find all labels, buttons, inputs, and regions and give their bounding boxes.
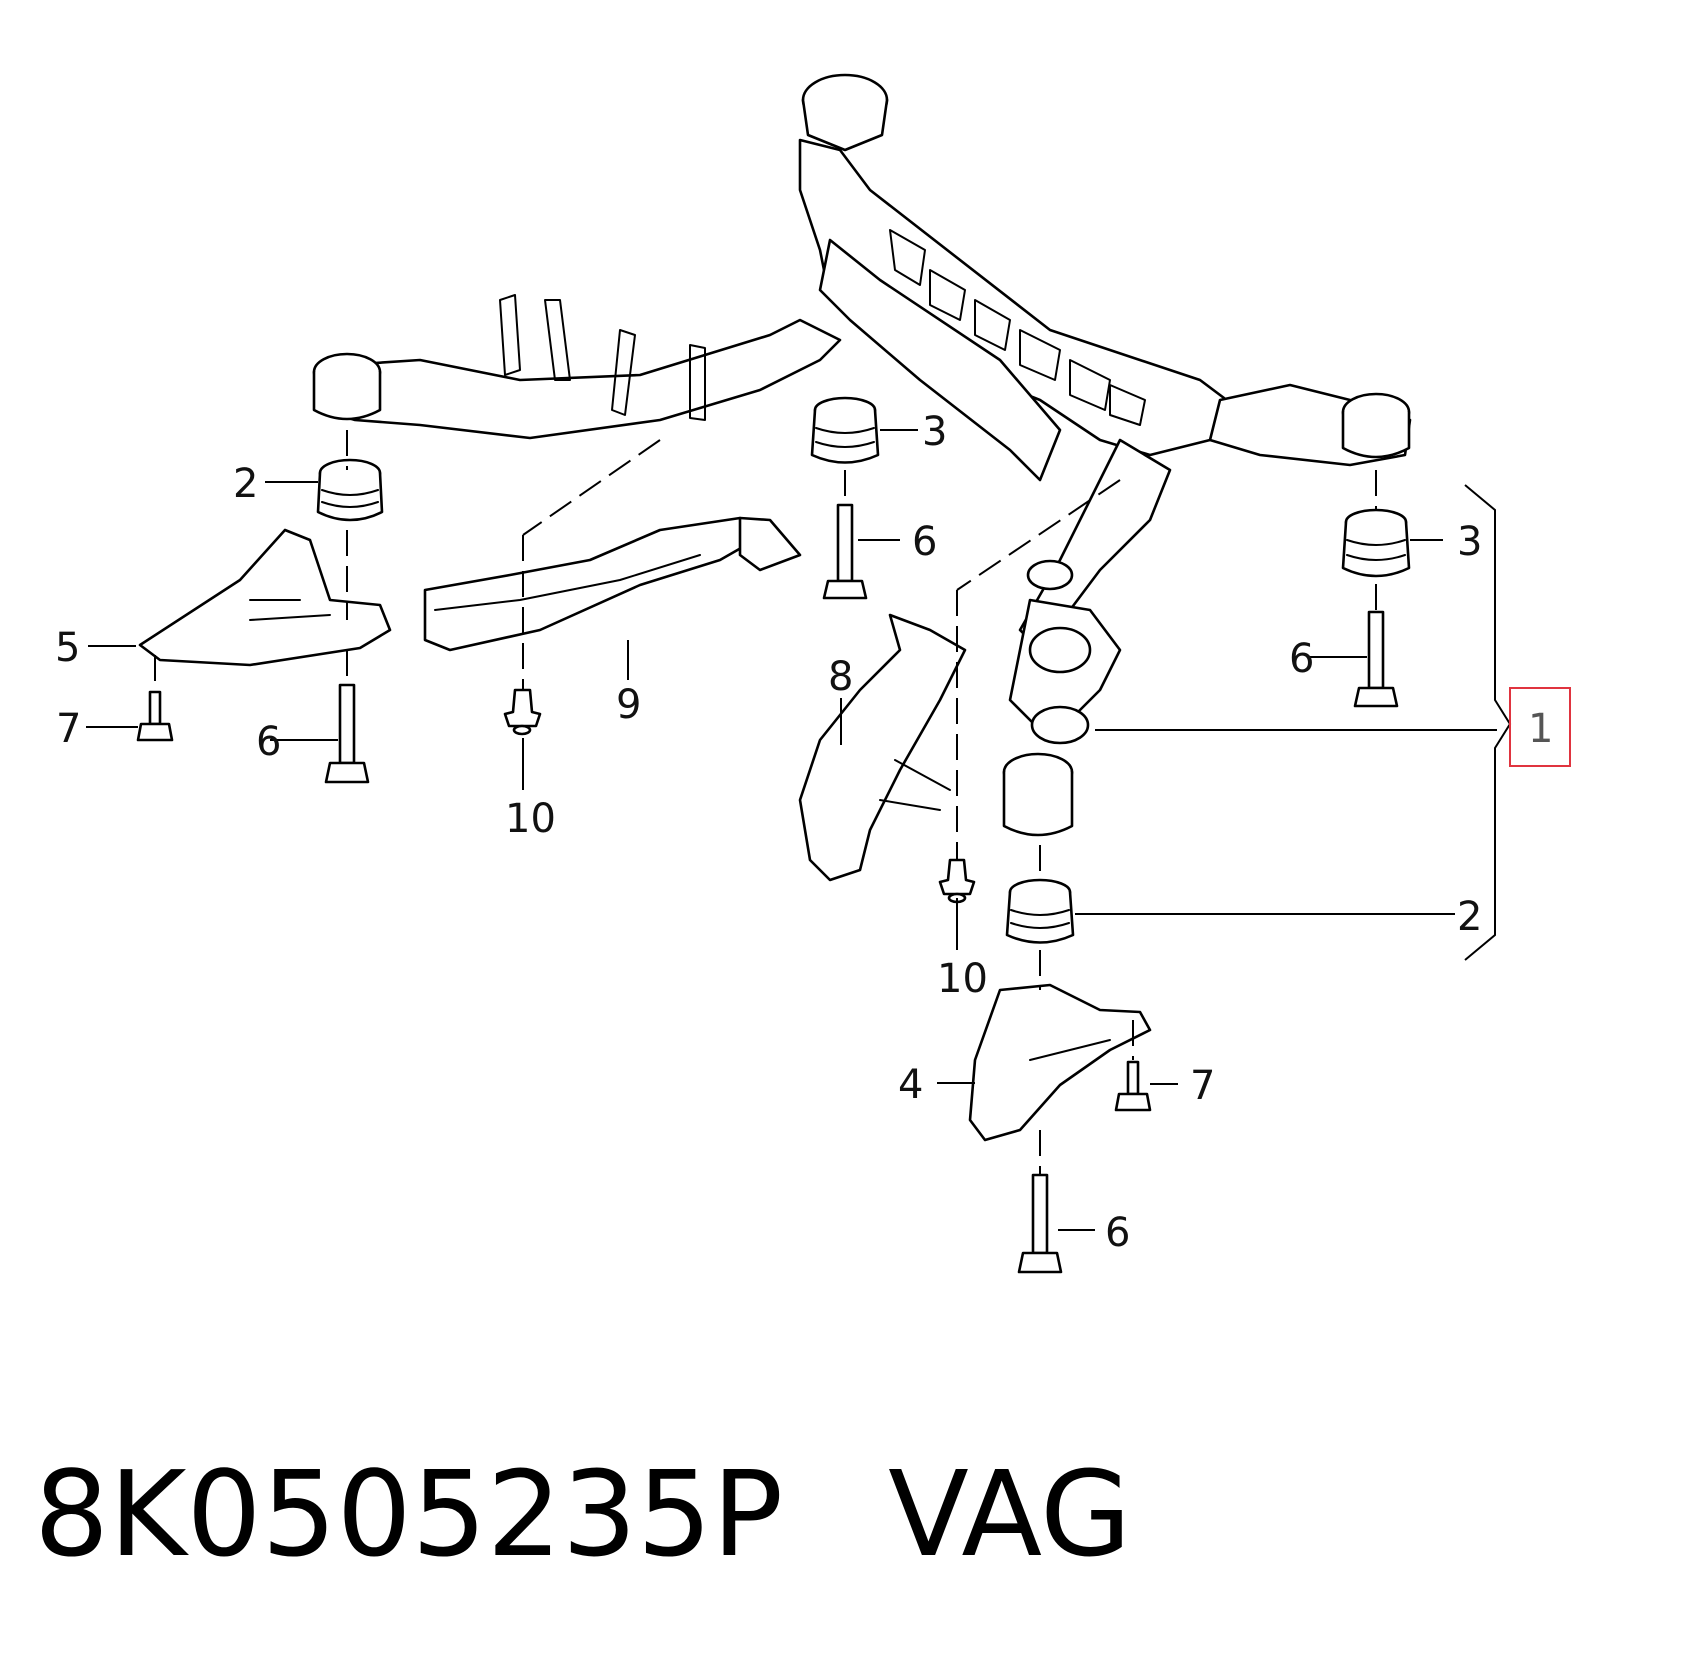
bolt-bottom-6 <box>1017 1173 1063 1274</box>
cover-panel <box>423 516 802 652</box>
bushing-center <box>810 396 880 464</box>
bushing-left <box>316 458 384 522</box>
heat-shield <box>798 613 967 882</box>
callout-9: 9 <box>616 682 641 728</box>
callout-8: 8 <box>828 654 853 700</box>
callout-10-center: 10 <box>937 956 988 1002</box>
callout-6-left: 6 <box>256 719 281 765</box>
callout-7-right: 7 <box>1190 1063 1215 1109</box>
callout-6-center: 6 <box>912 519 937 565</box>
callout-6-bottom: 6 <box>1105 1210 1130 1256</box>
highlight-box <box>1509 687 1571 767</box>
callout-10-left: 10 <box>505 796 556 842</box>
callout-labels: 1 2 2 3 3 4 5 6 6 6 6 7 7 8 9 10 10 <box>55 409 1571 1256</box>
callout-1: 1 <box>1528 706 1553 752</box>
part-number: 8K0505235P <box>34 1445 784 1583</box>
clip-center-10 <box>938 858 976 904</box>
callout-4: 4 <box>898 1062 923 1108</box>
callout-2-left: 2 <box>233 461 258 507</box>
callout-6-right: 6 <box>1289 636 1314 682</box>
bracket-left <box>138 528 392 667</box>
callout-3-center: 3 <box>922 409 947 455</box>
assembly-axes <box>154 430 1377 1175</box>
bracket-front-right <box>968 983 1152 1142</box>
bolt-center-6 <box>822 503 868 600</box>
screw-right-7 <box>1114 1060 1152 1112</box>
callout-7-left: 7 <box>56 706 81 752</box>
bushing-right <box>1341 508 1411 578</box>
bolt-right-6 <box>1353 610 1399 708</box>
callout-5: 5 <box>55 625 80 671</box>
bushing-front-right <box>1005 878 1075 944</box>
clip-left-10 <box>503 688 542 736</box>
brand-name: VAG <box>888 1445 1132 1583</box>
rear-axle-subframe <box>312 73 1412 837</box>
callout-2-right: 2 <box>1457 894 1482 940</box>
callout-3-right: 3 <box>1457 519 1482 565</box>
screw-left-7 <box>136 690 174 742</box>
bolt-left-6 <box>324 683 370 784</box>
